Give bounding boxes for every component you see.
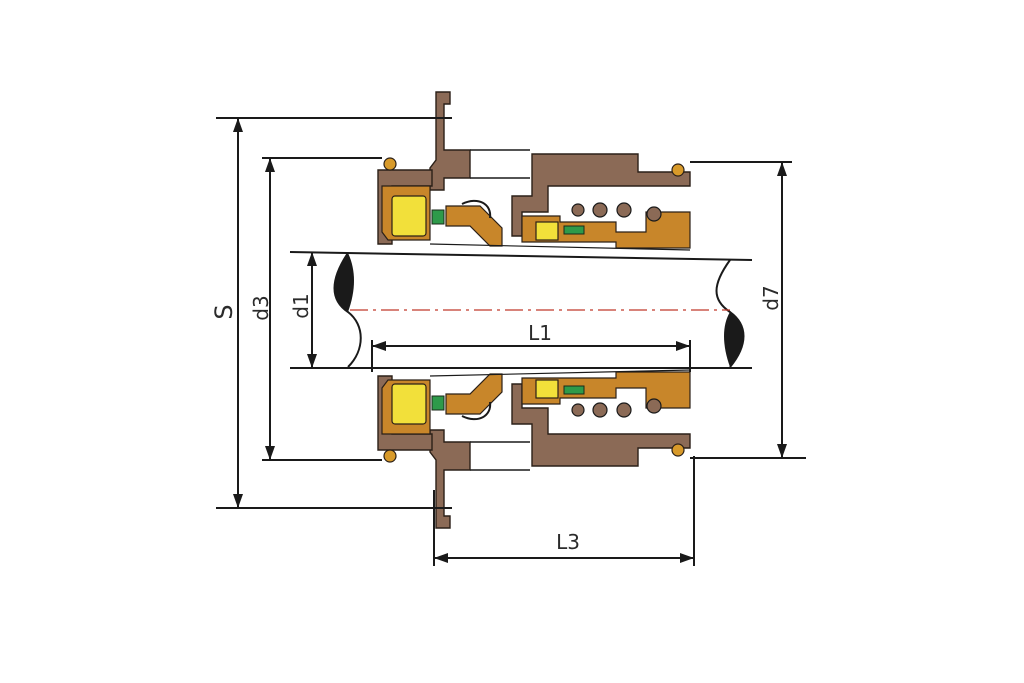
d7-arrow-bottom [777,444,787,458]
shaft-body [300,252,752,368]
dimension-d1: d1 [289,252,317,368]
ring-oring-lower [563,385,585,395]
s-label: S [210,304,238,319]
oring-lower-right [671,443,685,457]
s-arrow-top [233,118,243,132]
l3-arrow-right [680,553,694,563]
dimension-s: S [210,117,452,509]
rotating-face-arc-lower [461,401,492,421]
l1-label: L1 [528,321,552,345]
gland-plate-lower [429,429,471,529]
spring-upper-1 [571,203,585,217]
cartridge-housing-lower [511,383,691,467]
dimension-l1: L1 [371,321,691,372]
s-arrow-bottom [233,494,243,508]
stationary-seat-upper [391,195,427,237]
inner-line-lower-3 [429,369,691,377]
spring-upper-4 [646,206,662,222]
oring-upper-right [671,163,685,177]
d1-arrow-top [307,252,317,266]
seal-lower-half [377,369,691,529]
spring-upper-2 [592,202,608,218]
rotating-face-lower [445,373,503,415]
spring-upper-3 [616,202,632,218]
seat-oring-lower [431,395,445,411]
d7-label: d7 [759,285,783,310]
shaft-break-left-hatch [334,253,354,312]
spring-lower-2 [592,402,608,418]
oring-lower-left [383,449,397,463]
oring-upper-left [383,157,397,171]
l3-arrow-left [434,553,448,563]
inner-line-upper-3 [429,243,691,251]
d1-label: d1 [289,293,313,318]
d3-label: d3 [249,295,273,320]
ring-oring-upper [563,225,585,235]
rotating-ring-lower [535,379,559,399]
spring-lower-1 [571,403,585,417]
seat-oring-upper [431,209,445,225]
gland-plate-upper [429,91,471,191]
shaft [289,251,753,369]
shaft-top-edge [289,251,753,261]
dimension-d7: d7 [690,161,806,459]
l1-arrow-left [372,341,386,351]
spring-holder-upper [521,211,691,249]
shaft-break-right-hatch [724,312,744,367]
l1-arrow-right [676,341,690,351]
d7-arrow-top [777,162,787,176]
d3-arrow-top [265,158,275,172]
stationary-seat-lower [391,383,427,425]
dimension-l3: L3 [433,456,695,566]
spring-lower-3 [616,402,632,418]
dimension-d3: d3 [249,157,382,461]
spring-holder-lower [521,371,691,409]
d1-arrow-bottom [307,354,317,368]
rotating-ring-upper [535,221,559,241]
d3-arrow-bottom [265,446,275,460]
l3-label: L3 [556,530,580,554]
spring-lower-4 [646,398,662,414]
rotating-face-arc-upper [461,199,492,219]
seal-upper-half [377,91,691,251]
cartridge-housing-upper [511,153,691,237]
